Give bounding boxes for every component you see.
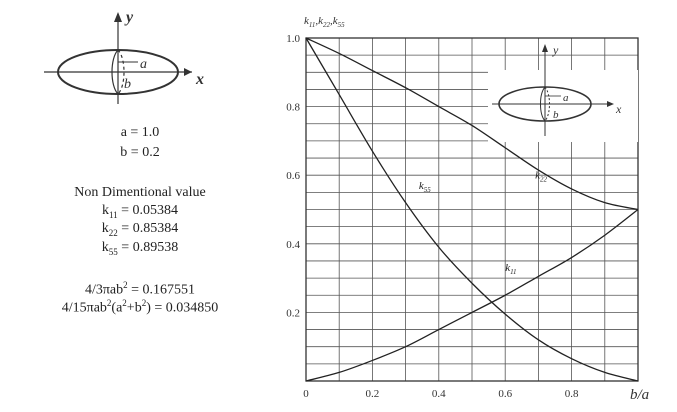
y-tick-label: 0.2 — [286, 307, 300, 319]
ellipse-diagram: x y a b — [44, 9, 204, 104]
diagram-cross-section-hidden — [117, 49, 125, 95]
param-b: b = 0.2 — [120, 145, 160, 160]
x-tick-label: 0.6 — [498, 388, 512, 400]
x-tick-label: 0.2 — [366, 388, 380, 400]
series-label-k55: k55 — [419, 180, 431, 194]
k55-value: k55 = 0.89538 — [101, 240, 179, 257]
x-axis-label: b/a — [630, 387, 649, 403]
y-tick-labels: 0.2 0.4 0.6 0.8 1.0 — [286, 33, 300, 319]
series-line-k22 — [305, 37, 639, 211]
diagram-b-label: b — [124, 77, 131, 92]
formula-volume: 4/3πab2 = 0.167551 — [84, 280, 196, 298]
diagram-x-label: x — [195, 71, 204, 88]
inset-y-arrow-icon — [542, 44, 548, 52]
series-labels: k22 k55 k11 — [419, 170, 548, 277]
series-line-k11 — [305, 208, 639, 382]
series-lines — [305, 37, 639, 382]
x-tick-labels: 0 0.2 0.4 0.6 0.8 — [303, 388, 579, 400]
x-tick-label: 0.4 — [432, 388, 446, 400]
inset-b-label: b — [553, 109, 559, 121]
y-tick-label: 0.8 — [286, 102, 300, 114]
k11-value: k11 = 0.05384 — [101, 203, 179, 220]
inset-x-arrow-icon — [607, 101, 614, 107]
nondim-heading: Non Dimentional value — [74, 185, 206, 200]
inset-x-label: x — [615, 102, 622, 116]
y-axis-label: k11,k22,k55 — [304, 15, 345, 29]
formula-inertia: 4/15πab2(a2+b2) = 0.034850 — [61, 298, 219, 316]
y-tick-label: 0.6 — [286, 170, 300, 182]
k22-value: k22 = 0.85384 — [101, 221, 179, 238]
diagram-x-arrow-icon — [184, 68, 192, 76]
inset-y-label: y — [552, 43, 559, 57]
inset-a-label: a — [563, 92, 569, 104]
diagram-y-arrow-icon — [114, 12, 122, 22]
series-line-k55 — [305, 37, 639, 382]
series-label-k11: k11 — [505, 262, 516, 276]
left-panel: x y a b a = 1.0 b = 0.2 Non Dimentional … — [0, 0, 280, 412]
y-tick-label: 1.0 — [286, 33, 300, 45]
series-label-k22: k22 — [535, 170, 547, 184]
diagram-y-label: y — [124, 9, 134, 26]
y-tick-label: 0.4 — [286, 239, 300, 251]
inset-cross-section-hidden — [544, 86, 550, 122]
diagram-cross-section — [111, 49, 119, 95]
inset-background — [488, 70, 638, 142]
x-tick-label: 0 — [303, 388, 309, 400]
inset-cross-section — [540, 86, 546, 122]
x-tick-label: 0.8 — [565, 388, 579, 400]
diagram-a-label: a — [140, 57, 147, 72]
param-a: a = 1.0 — [120, 125, 160, 140]
inset-ellipse-diagram: ab x y — [488, 43, 638, 142]
